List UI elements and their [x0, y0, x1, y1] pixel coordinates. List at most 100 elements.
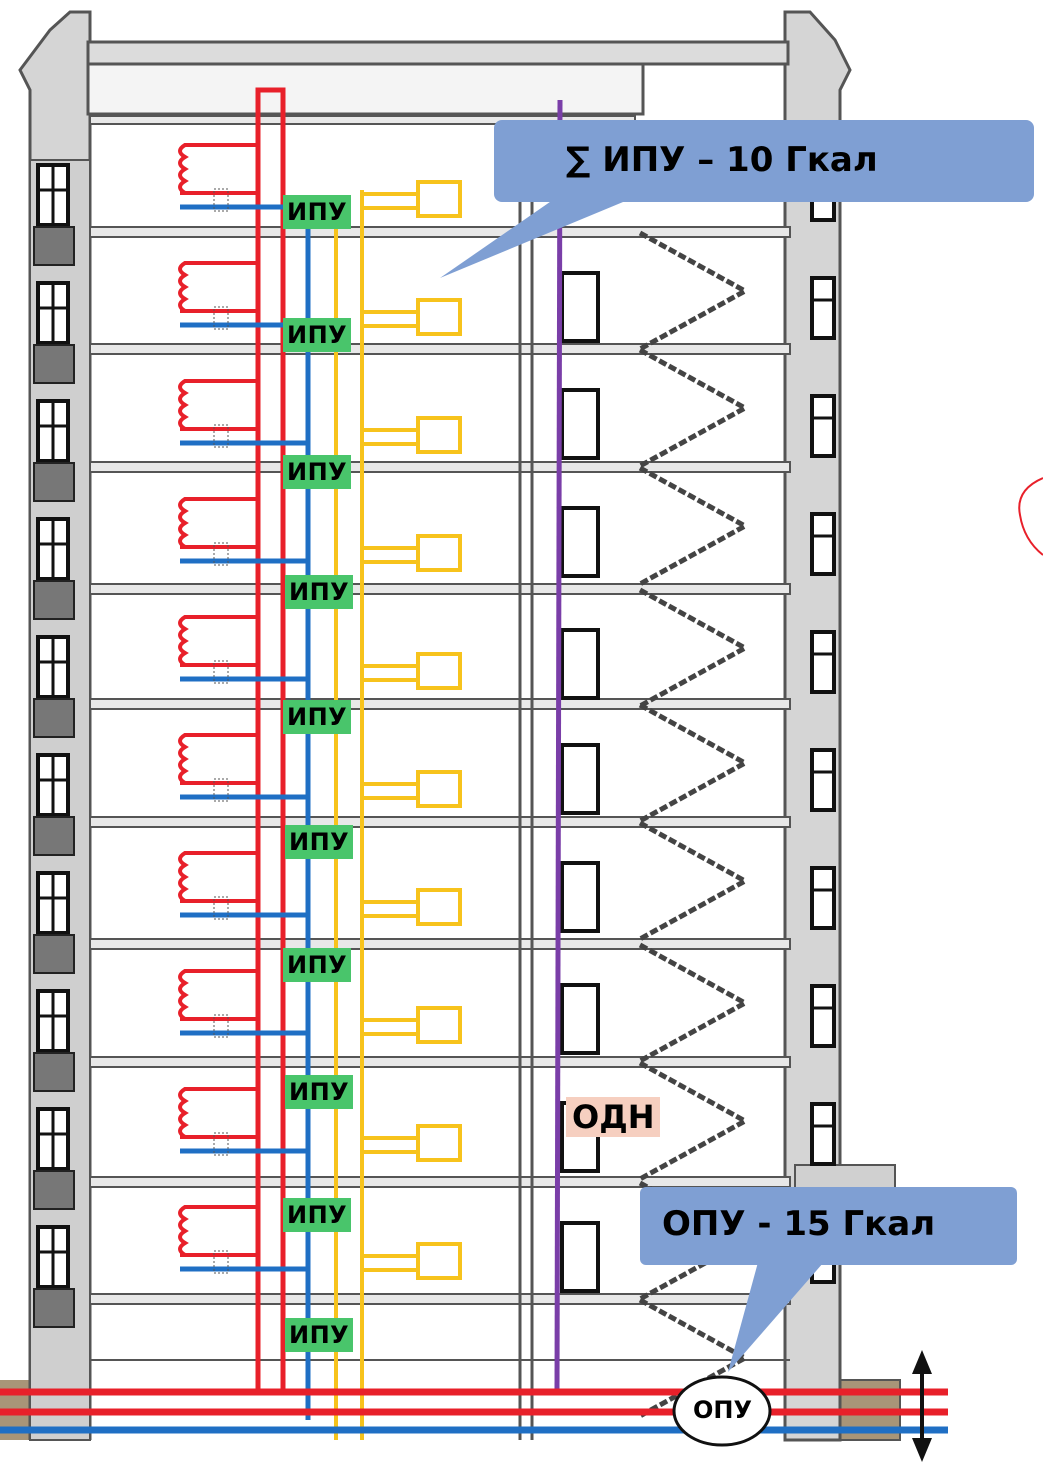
window — [810, 394, 836, 458]
floor-slab — [89, 816, 791, 828]
stair-flight — [638, 1297, 751, 1419]
roof-parapet — [86, 40, 790, 66]
left-window-column — [33, 163, 75, 1328]
floor-slab — [89, 938, 791, 950]
hot-water-meter — [416, 180, 462, 218]
stairwell-door — [560, 271, 600, 343]
window — [810, 1102, 836, 1166]
stairwell-door — [560, 983, 600, 1055]
hot-water-meter — [416, 416, 462, 454]
main-pipes — [0, 1388, 948, 1434]
ipu-label: ИПУ — [283, 948, 352, 982]
sum-callout-shape — [440, 120, 1034, 278]
floor-slab — [89, 1293, 791, 1305]
stair-flight — [638, 942, 751, 1064]
hot-water-meter — [416, 1006, 462, 1044]
hot-water-units — [362, 180, 462, 1280]
window — [810, 984, 836, 1048]
ipu-label: ИПУ — [285, 1318, 354, 1352]
radiator-coil — [178, 969, 258, 1021]
stairwell-door — [560, 388, 600, 460]
radiator-coil — [178, 143, 258, 195]
valve-icon — [213, 542, 229, 566]
hot-water-meter — [416, 1124, 462, 1162]
odn-label: ОДН — [566, 1097, 661, 1137]
opu-meter-icon — [672, 1375, 772, 1447]
hot-water-meter — [416, 1242, 462, 1280]
valve-icon — [213, 1132, 229, 1156]
stair-flight — [638, 230, 751, 352]
vertical-double-arrow — [912, 1350, 932, 1462]
balcony-railing — [33, 1052, 75, 1092]
stair-flight — [638, 820, 751, 942]
stair-flight — [638, 347, 751, 469]
valve-icon — [213, 660, 229, 684]
radiator-coil — [178, 851, 258, 903]
ipu-label: ИПУ — [285, 575, 354, 609]
ipu-label: ИПУ — [283, 195, 352, 229]
ipu-label: ИПУ — [283, 318, 352, 352]
attic — [86, 62, 645, 116]
balcony-railing — [33, 344, 75, 384]
valve-icon — [213, 896, 229, 920]
balcony-railing — [33, 816, 75, 856]
stair-flight — [638, 587, 751, 709]
floor-slab — [89, 343, 791, 355]
stairwell-door — [560, 506, 600, 578]
opu-meter-label: ОПУ — [693, 1396, 752, 1424]
radiator-coil — [178, 379, 258, 431]
window — [810, 748, 836, 812]
radiator-coil — [178, 261, 258, 313]
sum-callout-text: ∑ ИПУ – 10 Гкал — [566, 140, 878, 180]
floor-slab — [89, 1176, 791, 1188]
riser-pipes — [255, 87, 364, 1440]
balcony-railing — [33, 698, 75, 738]
hot-water-meter — [416, 298, 462, 336]
balcony-railing — [33, 462, 75, 502]
ipu-label: ИПУ — [285, 1075, 354, 1109]
floor-slab — [89, 583, 791, 595]
window — [810, 866, 836, 930]
radiator-coil — [178, 497, 258, 549]
hot-water-meter — [416, 652, 462, 690]
ipu-label: ИПУ — [283, 700, 352, 734]
floor-slab — [89, 1056, 791, 1068]
radiator-coil — [178, 1087, 258, 1139]
valve-icon — [213, 306, 229, 330]
radiator-coil — [178, 615, 258, 667]
stairwell-door — [560, 743, 600, 815]
balcony-railing — [33, 580, 75, 620]
stairwell-door — [560, 628, 600, 700]
stairwell-door — [560, 1221, 600, 1293]
radiator-coils — [178, 143, 308, 1274]
balcony-railing — [33, 226, 75, 266]
floor-slabs — [89, 115, 791, 1361]
valve-icon — [213, 778, 229, 802]
right-window-column — [810, 158, 836, 1284]
stair-flight — [638, 1060, 751, 1182]
window — [810, 276, 836, 340]
ipu-label: ИПУ — [285, 825, 354, 859]
odn-line — [554, 99, 563, 1391]
balcony-railing — [33, 1170, 75, 1210]
stairwell-door — [560, 861, 600, 933]
opu-callout-shape — [640, 1187, 1017, 1372]
stair-flight — [638, 465, 751, 587]
stair-flight — [638, 702, 751, 824]
edge-circle-fragment — [1018, 477, 1043, 556]
balcony-railing — [33, 934, 75, 974]
radiator-coil — [178, 733, 258, 785]
valve-icon — [213, 424, 229, 448]
window — [810, 512, 836, 576]
hot-water-meter — [416, 770, 462, 808]
ipu-label: ИПУ — [283, 455, 352, 489]
supply-riser — [255, 87, 286, 1395]
valve-icon — [213, 188, 229, 212]
valve-icon — [213, 1250, 229, 1274]
stair-shaft — [518, 195, 534, 1440]
ipu-label: ИПУ — [283, 1198, 352, 1232]
hot-water-meter — [416, 534, 462, 572]
balcony-railing — [33, 1288, 75, 1328]
floor-slab — [89, 698, 791, 710]
